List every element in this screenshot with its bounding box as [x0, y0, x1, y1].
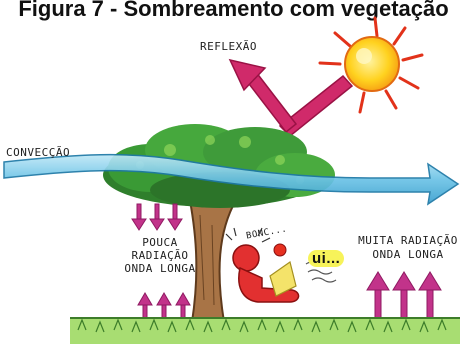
- ground-grass: [70, 317, 460, 344]
- high-radiation-label: MUITA RADIAÇÃO ONDA LONGA: [352, 234, 464, 262]
- convection-arrow: [3, 153, 460, 206]
- shade-up-arrows: [137, 292, 191, 319]
- high-radiation-line-2: ONDA LONGA: [372, 248, 444, 261]
- apple-icon: [273, 243, 287, 257]
- reflection-label: REFLEXÃO: [200, 40, 257, 53]
- high-radiation-line-1: MUITA RADIAÇÃO: [358, 234, 458, 247]
- low-radiation-line-1: POUCA: [142, 236, 178, 249]
- convection-label: CONVECÇÃO: [6, 146, 71, 159]
- low-radiation-label: POUCA RADIAÇÃO ONDA LONGA: [120, 236, 200, 275]
- reflection-arrow: [228, 58, 298, 134]
- incoming-radiation-arrow: [278, 74, 354, 138]
- ui-text: ui...: [308, 250, 345, 267]
- low-radiation-line-2: RADIAÇÃO: [131, 249, 189, 262]
- sun-icon: [318, 16, 424, 114]
- person-figure: [232, 244, 300, 303]
- impact-marks: [225, 227, 271, 243]
- low-radiation-line-3: ONDA LONGA: [124, 262, 196, 275]
- shade-down-arrows: [131, 203, 183, 231]
- figure-title: Figura 7 - Sombreamento com vegetação: [18, 0, 449, 21]
- sun-up-arrows: [366, 271, 442, 319]
